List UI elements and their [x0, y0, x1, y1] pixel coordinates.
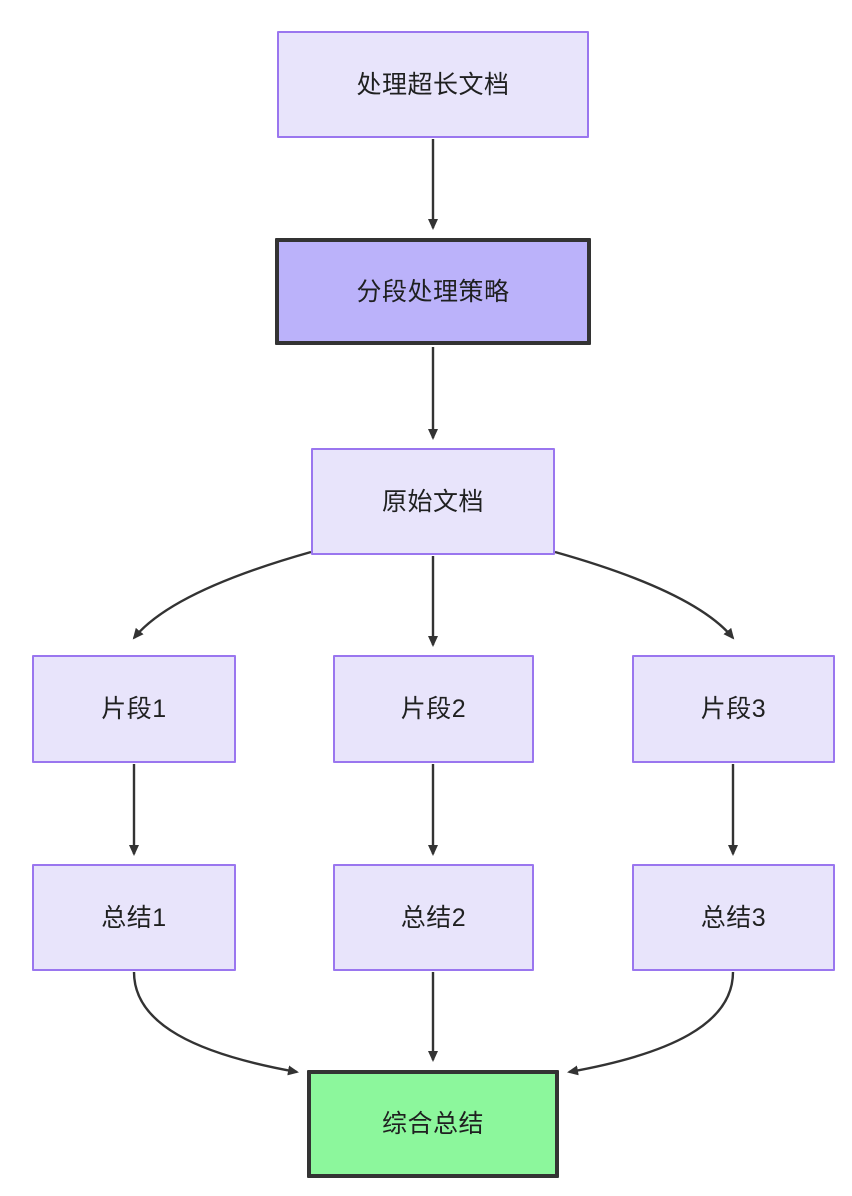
node-label: 总结2: [400, 903, 467, 932]
edge-n3-to-n4: [132, 550, 312, 640]
edge-n9-to-n10: [567, 971, 735, 1076]
node-label: 综合总结: [381, 1110, 484, 1138]
node-n10[interactable]: 综合总结: [307, 1070, 559, 1178]
node-label: 总结1: [101, 903, 167, 932]
node-label: 片段1: [101, 695, 167, 723]
node-n4[interactable]: 片段1: [32, 655, 236, 763]
edge-n7-to-n10: [132, 971, 299, 1076]
node-label: 处理超长文档: [356, 70, 510, 99]
node-n9[interactable]: 总结3: [632, 864, 835, 971]
node-n7[interactable]: 总结1: [32, 864, 236, 971]
node-label: 片段2: [400, 695, 467, 723]
node-label: 分段处理策略: [356, 277, 510, 306]
node-n1[interactable]: 处理超长文档: [277, 31, 589, 138]
node-n8[interactable]: 总结2: [333, 864, 534, 971]
edge-n3-to-n6: [554, 550, 735, 640]
node-n5[interactable]: 片段2: [333, 655, 534, 763]
node-n2[interactable]: 分段处理策略: [275, 238, 591, 345]
node-label: 总结3: [700, 903, 767, 932]
node-label: 原始文档: [381, 487, 484, 516]
node-label: 片段3: [700, 695, 767, 723]
node-n6[interactable]: 片段3: [632, 655, 835, 763]
node-n3[interactable]: 原始文档: [311, 448, 555, 555]
